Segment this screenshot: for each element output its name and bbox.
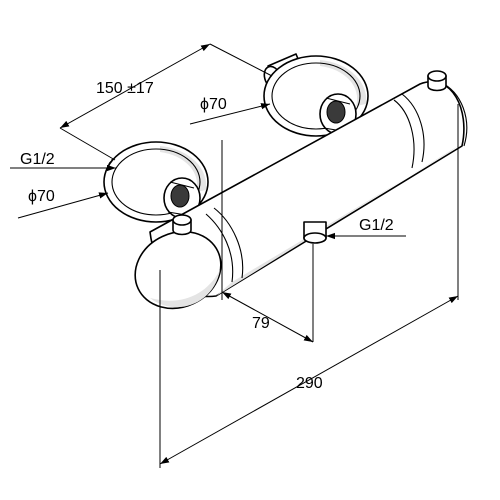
- thread-right-label: G1/2: [359, 217, 394, 234]
- outlet-offset-label: 79: [252, 315, 270, 332]
- thermostat-body: [134, 70, 468, 310]
- left-wall-flange: [103, 141, 209, 223]
- thread-left-label: G1/2: [20, 151, 55, 168]
- diameter-top-label: ϕ70: [200, 96, 227, 113]
- spacing-label: 150 ±17: [96, 80, 154, 97]
- dimension-lines: [10, 43, 459, 468]
- diameter-left-label: ϕ70: [28, 188, 55, 205]
- total-length-label: 290: [296, 375, 323, 392]
